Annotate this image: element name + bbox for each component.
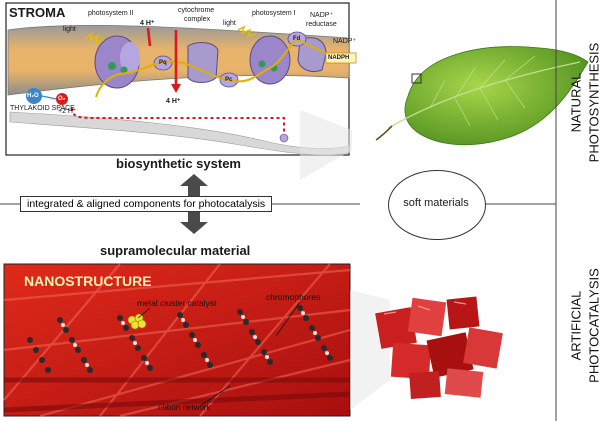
cytochrome-complex-icon [187,42,219,83]
metal-cluster-pointer [137,307,151,319]
pc-label: Pc [225,77,233,83]
light-label-1: light [63,26,76,33]
water-molecule-icon [26,88,42,104]
o2-label: O₂ [58,96,66,102]
natural-label: NATURAL [568,72,584,133]
electron-flow-arrow [95,38,350,98]
nadp-reductase-label-2: reductase [306,21,337,28]
up-arrow-icon [180,174,208,198]
photosystem-i-label: photosystem I [252,10,296,17]
metal-cluster-icon [127,313,147,330]
two-h-label: +2 H⁺ [58,108,77,115]
h2o-label: H₂O [27,93,39,99]
photosystem-ii-icon [94,35,140,89]
integrated-components-label: integrated & aligned components for phot… [20,196,273,212]
thylakoid-panel [5,2,357,156]
light-label-2: light [223,20,236,27]
chromophores-pointer [275,301,301,337]
ribbon-network-label: ribbon network [158,403,211,412]
pq-carrier-icon [153,55,173,71]
photocatalysis-label: PHOTOCATALYSIS [586,268,600,383]
nadph-box [325,52,357,64]
supramolecular-material-caption: supramolecular material [100,243,251,258]
nadph-label: NADPH [328,55,350,61]
gel-cubes-image [350,290,503,410]
stroma-label: STROMA [9,5,66,20]
nadp-reductase-label-1: NADP⁺ [310,12,334,19]
chromophores-label: chromophores [266,292,321,302]
nadp-reductase-icon [297,37,327,73]
nanostructure-label: NANOSTRUCTURE [24,273,152,289]
light-ray-icon [237,25,257,38]
oxygen-molecule-icon [56,93,68,105]
fd-label: Fd [293,36,301,42]
h-in-label: 4 H⁺ [140,20,155,27]
thylakoid-space-label: THYLAKOID SPACE [10,105,75,112]
complex-label: complex [184,16,211,23]
chromophore-chains [27,305,333,373]
artificial-label: ARTIFICIAL [568,290,584,361]
ribbon-pointer [199,385,231,407]
biosynthetic-system-caption: biosynthetic system [116,156,241,171]
photosystem-ii-label: photosystem II [88,10,134,17]
leaf-image [300,46,589,180]
photosynthesis-label: PHOTOSYNTHESIS [586,42,600,163]
cytochrome-label: cytochrome [178,7,215,14]
pq-label: Pq [159,60,167,66]
nadp-plus-label: NADP⁺ [333,38,357,45]
h-out-label: 4 H⁺ [166,98,181,105]
metal-cluster-label: metal cluster catalyst [137,298,217,308]
nanostructure-panel [3,263,351,418]
proton-in-arrow [146,27,152,47]
thylakoid-lower-membrane [9,111,350,156]
down-arrow-icon [180,210,208,234]
light-ray-icon [85,32,105,44]
soft-materials-label: soft materials [392,198,480,209]
